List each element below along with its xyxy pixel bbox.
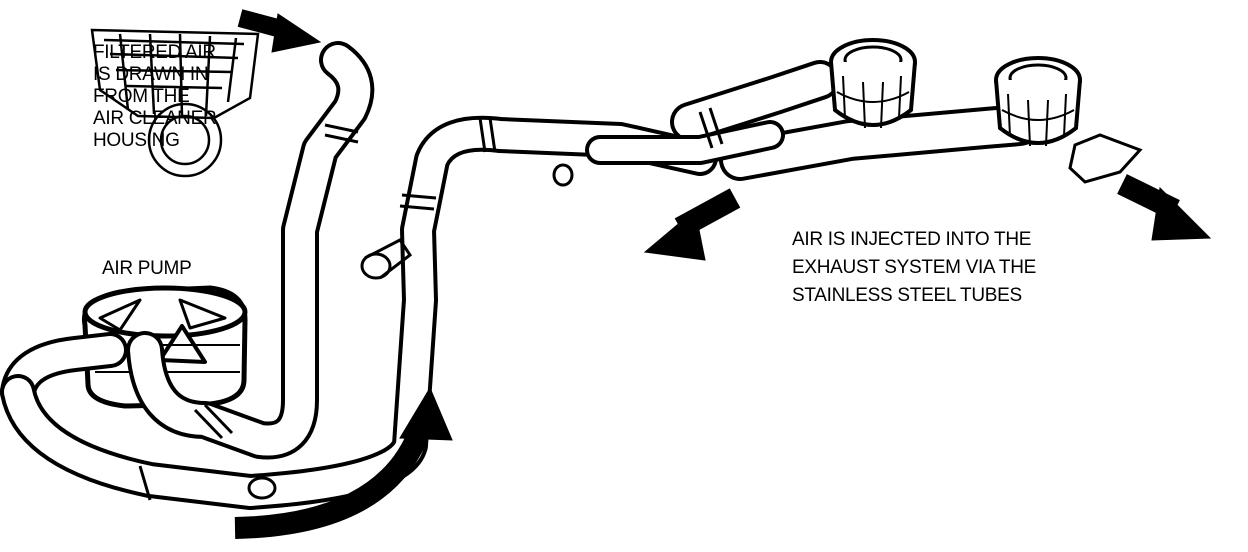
exhaust-label-line: EXHAUST SYSTEM VIA THE (792, 257, 1036, 278)
exhaust-label-line: AIR IS INJECTED INTO THE (792, 229, 1032, 250)
hose-clamps (138, 107, 1143, 501)
intake-label-line: AIR CLEANER (93, 108, 217, 129)
air-pump-label: AIR PUMP (102, 258, 192, 279)
air-pump (81, 285, 248, 409)
arrow-intake-icon (237, 9, 322, 53)
exhaust-label-line: STAINLESS STEEL TUBES (792, 285, 1022, 306)
intake-label-line: HOUSING (93, 130, 180, 151)
pump-outlet-hose (0, 115, 718, 510)
exhaust-label: AIR IS INJECTED INTO THE EXHAUST SYSTEM … (792, 226, 1036, 310)
flow-arrows (234, 9, 1212, 539)
intake-label: FILTERED AIR IS DRAWN IN FROM THE AIR CL… (93, 42, 217, 152)
air-cleaner-housing (90, 28, 260, 178)
injection-manifold-tubes (585, 60, 1041, 181)
arrow-exhaust-left-icon (643, 188, 741, 261)
intake-label-line: IS DRAWN IN (93, 64, 209, 85)
pump-intake-hose (126, 41, 375, 460)
check-valve-left (829, 38, 917, 130)
check-valve-right (994, 56, 1082, 148)
intake-label-line: FROM THE (93, 86, 190, 107)
arrow-exhaust-right-icon (1117, 174, 1212, 241)
arrow-pump-outlet-icon (234, 386, 453, 539)
intake-label-line: FILTERED AIR (93, 42, 216, 63)
